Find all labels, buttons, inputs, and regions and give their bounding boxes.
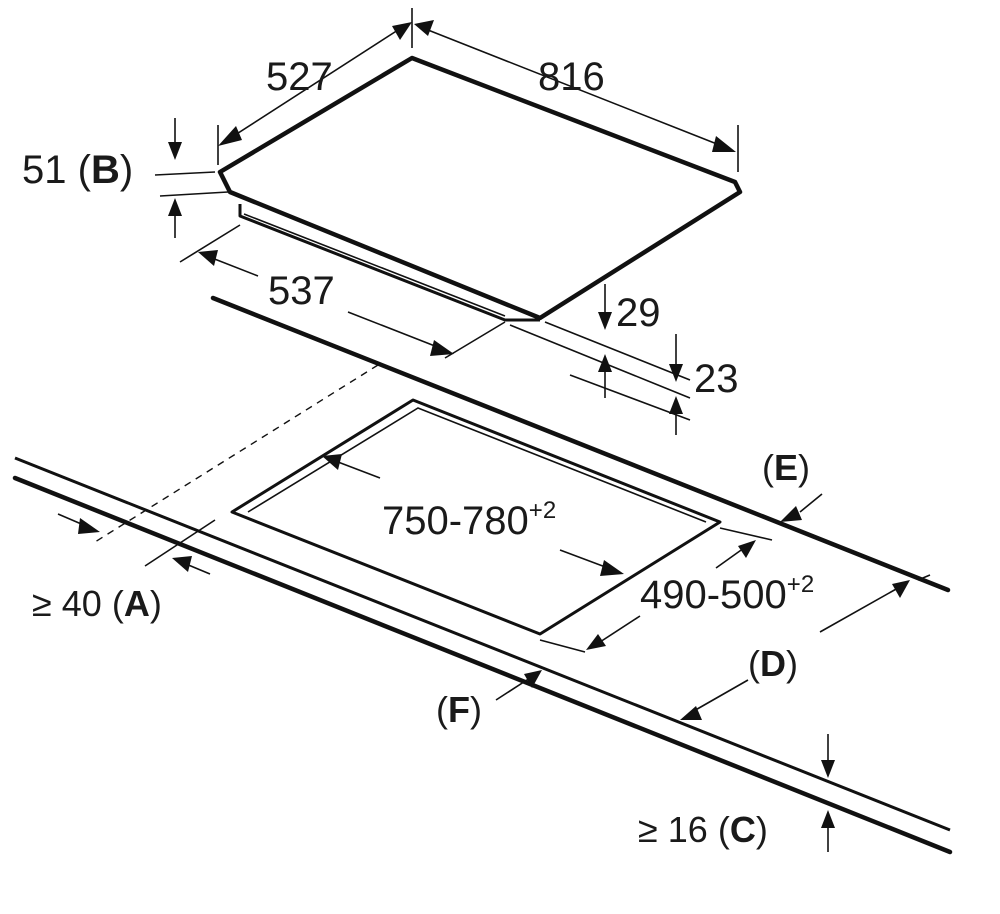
worktop-back-edge [210, 295, 951, 593]
projection-dashed-line [94, 364, 379, 543]
label-height-29: 29 [616, 291, 661, 335]
label-cutout-width: 750-780+2 [382, 497, 556, 543]
label-A-clearance: ≥ 40 (A) [32, 583, 162, 624]
hob-body-lower-edge [243, 213, 506, 317]
worktop-front-bottom-edge [12, 475, 953, 855]
worktop [12, 295, 953, 855]
worktop-front-top-edge [14, 456, 951, 832]
label-cutout-depth: 490-500+2 [640, 571, 814, 617]
label-base-width-537: 537 [268, 269, 335, 313]
extension-lines [144, 8, 931, 653]
dimension-arrows [57, 20, 910, 852]
label-height-23: 23 [694, 357, 739, 401]
dimension-labels: 527 816 51 (B) 537 29 23 (E) 750-780+2 4… [22, 55, 814, 850]
label-thickness-51-B: 51 (B) [22, 148, 133, 192]
label-width-816: 816 [538, 55, 605, 99]
worktop-cutout [230, 398, 722, 636]
hob-body [238, 204, 540, 322]
label-F: (F) [436, 689, 482, 730]
label-depth-527: 527 [266, 55, 333, 99]
label-C-worktop-thickness: ≥ 16 (C) [638, 809, 768, 850]
label-D: (D) [748, 643, 798, 684]
worktop-cutout-inner [247, 407, 707, 523]
hob-glass-edge [229, 190, 541, 320]
hob-top-view [217, 55, 743, 322]
label-E: (E) [762, 447, 810, 488]
